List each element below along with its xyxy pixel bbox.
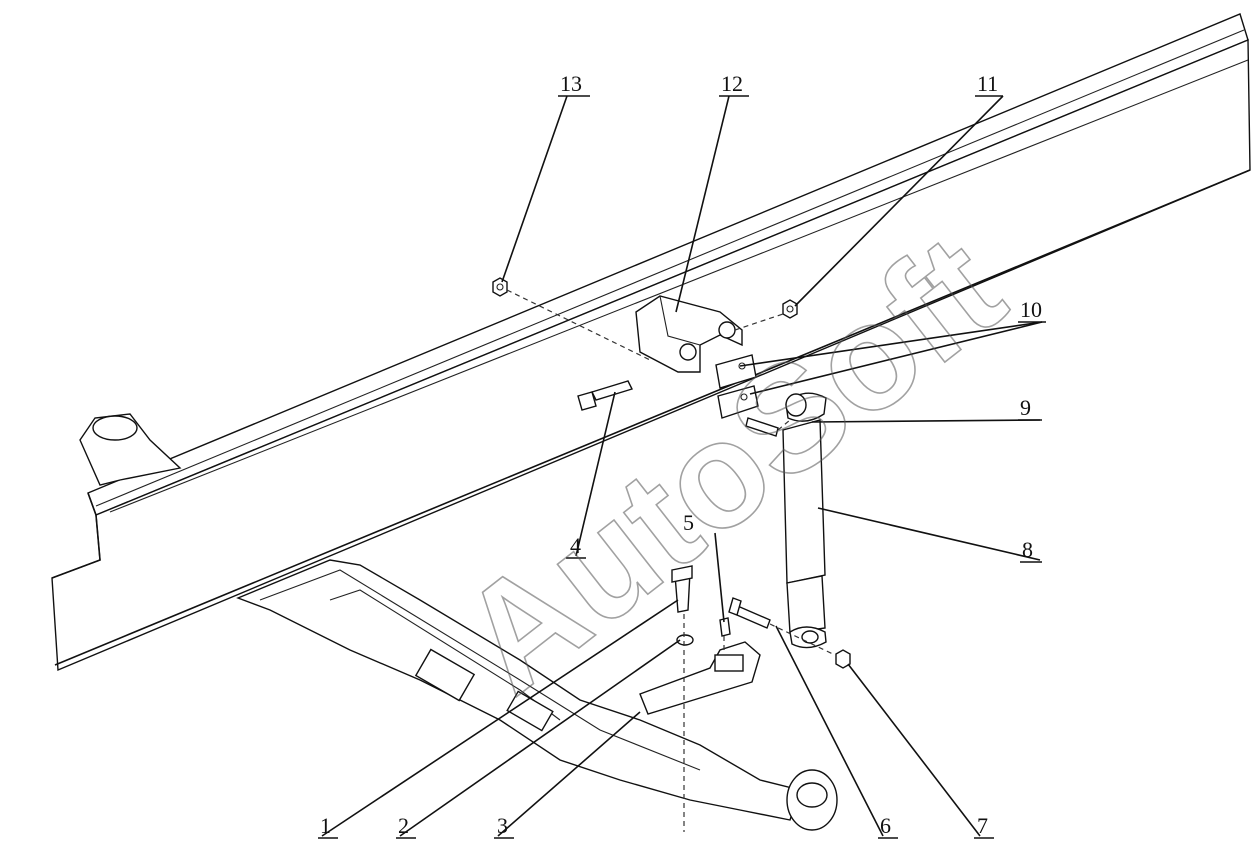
plates: [715, 354, 759, 419]
nut-11: [782, 299, 798, 319]
nut-13: [492, 277, 508, 297]
callout-2: 2: [398, 813, 409, 838]
callout-13: 13: [560, 71, 582, 96]
callout-5: 5: [683, 510, 694, 535]
nut-7: [835, 649, 851, 669]
callout-8: 8: [1022, 537, 1033, 562]
bolt-1: [671, 565, 693, 613]
callout-7: 7: [977, 813, 988, 838]
stud-5: [719, 617, 731, 637]
bolt-6: [728, 597, 771, 629]
callout-3: 3: [497, 813, 508, 838]
callout-11: 11: [977, 71, 998, 96]
callout-4: 4: [570, 533, 581, 558]
bracket: [635, 295, 743, 373]
callout-6: 6: [880, 813, 891, 838]
bolt-9: [745, 417, 791, 437]
callout-10: 10: [1020, 297, 1042, 322]
callout-1: 1: [320, 813, 331, 838]
washer-2: [676, 634, 694, 646]
callout-9: 9: [1020, 395, 1031, 420]
leader-lines: [318, 95, 1046, 839]
shock-absorber: [782, 392, 827, 649]
bolt-4: [577, 380, 633, 411]
lower-bracket: [639, 641, 761, 715]
callout-12: 12: [721, 71, 743, 96]
front-axle: [79, 413, 838, 831]
